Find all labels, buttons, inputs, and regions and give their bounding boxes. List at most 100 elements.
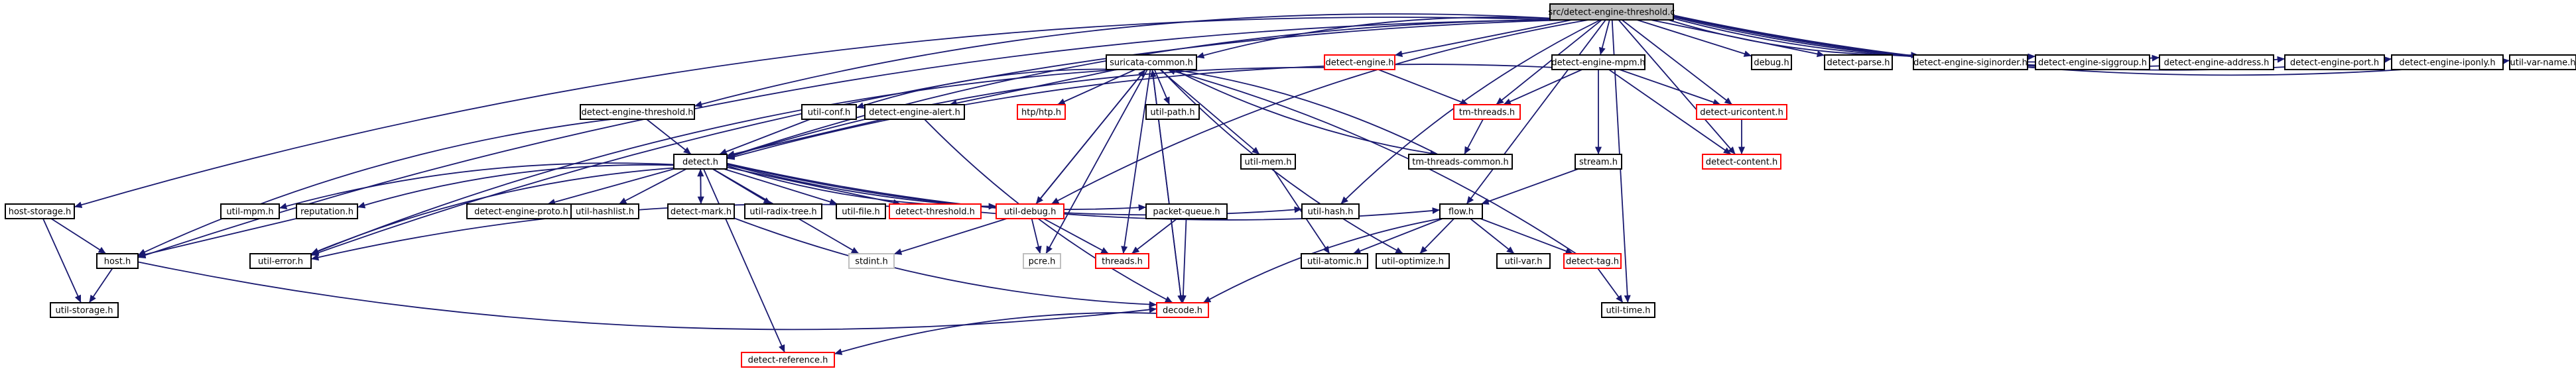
node-reputation[interactable]: reputation.h xyxy=(296,203,358,219)
node-detect-engine-address[interactable]: detect-engine-address.h xyxy=(2159,54,2274,70)
node-detect-engine-alert[interactable]: detect-engine-alert.h xyxy=(864,104,965,120)
node-label: util-conf.h xyxy=(808,108,851,118)
node-box xyxy=(1439,203,1483,219)
node-detect-engine-mpm[interactable]: detect-engine-mpm.h xyxy=(1551,54,1645,70)
edge-packet_queue-to-decode xyxy=(1179,218,1187,303)
node-box xyxy=(2159,54,2274,70)
edge-stream-to-flow xyxy=(1481,168,1578,205)
node-detect-engine-sigcgroup[interactable]: detect-engine-siggroup.h xyxy=(2035,54,2150,70)
node-detect-engine-proto[interactable]: detect-engine-proto.h xyxy=(466,203,576,219)
node-util-storage[interactable]: util-storage.h xyxy=(50,302,119,318)
node-util-path[interactable]: util-path.h xyxy=(1145,104,1200,120)
node-box xyxy=(744,203,822,219)
node-detect-mark[interactable]: detect-mark.h xyxy=(667,203,735,219)
node-decode[interactable]: decode.h xyxy=(1156,302,1209,318)
edge-suricata_common-to-util_error xyxy=(310,69,1120,255)
node-box xyxy=(1376,253,1450,269)
node-util-var-name[interactable]: util-var-name.h xyxy=(2509,54,2576,70)
node-box xyxy=(1601,302,1655,318)
node-tm-threads[interactable]: tm-threads.h xyxy=(1453,104,1521,120)
node-label: host.h xyxy=(104,257,131,267)
node-box xyxy=(296,203,358,219)
node-label: detect-engine-siggroup.h xyxy=(2038,58,2147,68)
node-detect-tag[interactable]: detect-tag.h xyxy=(1563,253,1622,269)
node-flow[interactable]: flow.h xyxy=(1439,203,1483,219)
edge-root-to-util_debug xyxy=(1051,19,1589,205)
node-detect-threshold[interactable]: detect-threshold.h xyxy=(889,203,982,219)
node-stdint[interactable]: stdint.h xyxy=(848,253,895,269)
node-detect-content[interactable]: detect-content.h xyxy=(1702,154,1781,170)
edge-detect_engine_threshold_h-to-host_h xyxy=(137,119,612,256)
node-util-atomic[interactable]: util-atomic.h xyxy=(1301,253,1368,269)
node-box xyxy=(2391,54,2504,70)
node-suricata-common[interactable]: suricata-common.h xyxy=(1106,54,1197,70)
node-stream[interactable]: stream.h xyxy=(1575,154,1622,170)
node-detect-reference[interactable]: detect-reference.h xyxy=(741,352,835,368)
node-label: detect-engine-mpm.h xyxy=(1551,58,1645,68)
node-util-file[interactable]: util-file.h xyxy=(836,203,886,219)
node-app-layer-htp[interactable]: htp/htp.h xyxy=(1017,104,1066,120)
node-box xyxy=(1106,54,1197,70)
node-util-hash[interactable]: util-hash.h xyxy=(1301,203,1360,219)
node-label: util-debug.h xyxy=(1004,207,1057,217)
node-util-hashlist[interactable]: util-hashlist.h xyxy=(570,203,639,219)
edge-detect_h-to-detect_reference xyxy=(703,168,785,353)
node-detect-uricontent[interactable]: detect-uricontent.h xyxy=(1696,104,1787,120)
node-box xyxy=(1575,154,1622,170)
edge-root-to-detect_h xyxy=(726,19,1564,158)
node-box xyxy=(1824,54,1893,70)
node-box xyxy=(673,154,728,170)
edge-root-to-detect_content xyxy=(1618,19,1736,155)
node-box xyxy=(1023,253,1061,269)
node-box xyxy=(1551,54,1645,70)
node-util-optimize[interactable]: util-optimize.h xyxy=(1376,253,1450,269)
node-util-conf[interactable]: util-conf.h xyxy=(801,104,857,120)
edge-detect_h-to-reputation xyxy=(357,164,675,209)
edge-detect_engine_mpm-to-detect_content xyxy=(1608,69,1732,155)
node-util-radix-tree[interactable]: util-radix-tree.h xyxy=(744,203,822,219)
node-label: host-storage.h xyxy=(9,207,72,217)
node-pcre[interactable]: pcre.h xyxy=(1023,253,1061,269)
node-util-var[interactable]: util-var.h xyxy=(1496,253,1551,269)
node-debug[interactable]: debug.h xyxy=(1751,54,1792,70)
node-label: stdint.h xyxy=(855,257,887,267)
edge-host_storage-to-host_h xyxy=(50,218,107,254)
edge-root-to-host_storage xyxy=(74,17,1551,209)
node-host-h[interactable]: host.h xyxy=(96,253,139,269)
node-detect-engine-iponly[interactable]: detect-engine-iponly.h xyxy=(2391,54,2504,70)
edge-detect_engine_alert-to-decode xyxy=(924,119,1173,303)
node-util-mpm[interactable]: util-mpm.h xyxy=(220,203,280,219)
node-threads[interactable]: threads.h xyxy=(1095,253,1149,269)
edge-flow-to-util_atomic xyxy=(1352,218,1443,254)
node-box xyxy=(1095,253,1149,269)
edge-suricata_common-to-detect_engine_alert xyxy=(949,69,1117,107)
edge-detect_tag-to-util_time xyxy=(1597,268,1624,303)
node-label: flow.h xyxy=(1449,207,1474,217)
edge-suricata_common-to-app_layer_htp xyxy=(1057,69,1136,105)
node-detect-parse[interactable]: detect-parse.h xyxy=(1824,54,1893,70)
node-tm-threads-common[interactable]: tm-threads-common.h xyxy=(1408,154,1513,170)
node-label: detect-threshold.h xyxy=(895,207,975,217)
node-detect-engine-threshold-h[interactable]: detect-engine-threshold.h xyxy=(580,104,695,120)
node-box xyxy=(580,104,695,120)
node-box xyxy=(1301,253,1368,269)
node-box xyxy=(889,203,982,219)
node-box xyxy=(2509,54,2576,70)
edge-suricata_common-to-util_conf xyxy=(856,68,1107,109)
edge-suricata_common-to-pcre xyxy=(1045,69,1148,254)
node-detect-engine[interactable]: detect-engine.h xyxy=(1324,54,1395,70)
node-box xyxy=(1751,54,1792,70)
node-util-debug[interactable]: util-debug.h xyxy=(996,203,1064,219)
node-detect-h[interactable]: detect.h xyxy=(673,154,728,170)
node-util-mem[interactable]: util-mem.h xyxy=(1240,154,1296,170)
node-detect-engine-siginorder[interactable]: detect-engine-siginorder.h xyxy=(1913,54,2028,70)
node-util-time[interactable]: util-time.h xyxy=(1601,302,1655,318)
node-label: pcre.h xyxy=(1029,257,1056,267)
node-host-storage[interactable]: host-storage.h xyxy=(5,203,75,219)
node-label: util-storage.h xyxy=(55,306,113,316)
node-packet-queue[interactable]: packet-queue.h xyxy=(1145,203,1228,219)
node-label: tm-threads-common.h xyxy=(1412,158,1509,168)
node-detect-engine-port[interactable]: detect-engine-port.h xyxy=(2284,54,2385,70)
node-util-error[interactable]: util-error.h xyxy=(249,253,312,269)
